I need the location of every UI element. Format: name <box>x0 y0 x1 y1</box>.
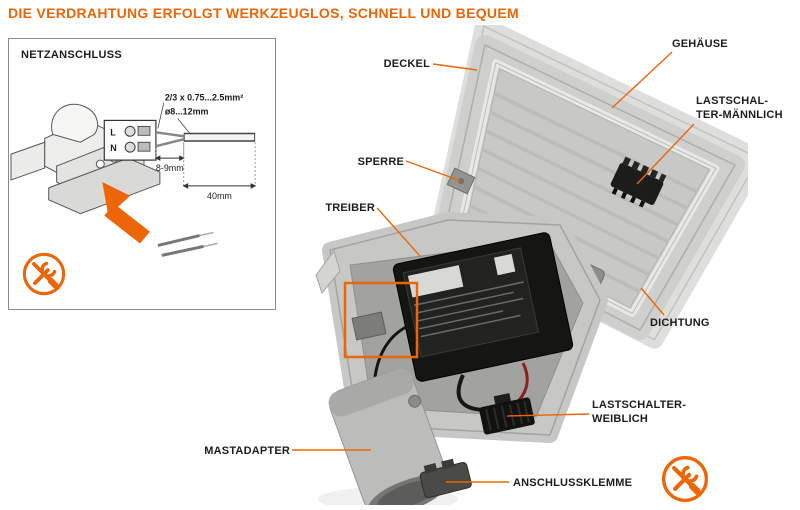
callout-dichtung: DICHTUNG <box>650 316 710 330</box>
callout-gehaeuse: GEHÄUSE <box>672 37 728 51</box>
callout-lsw-line1: LASTSCHALTER- <box>592 399 687 411</box>
cable-spec-label: 2/3 x 0.75...2.5mm² <box>165 93 243 103</box>
inset-title: NETZANSCHLUSS <box>21 49 123 61</box>
callout-mastadapter: MASTADAPTER <box>190 444 290 458</box>
anschlussklemme-detail <box>351 311 387 341</box>
cable-drawing <box>155 131 256 148</box>
callout-treiber-label: TREIBER <box>325 202 375 214</box>
treiber-driver <box>392 232 574 382</box>
terminal-l-label: L <box>110 127 116 137</box>
callout-lastschalter-weiblich: LASTSCHALTER- WEIBLICH <box>592 398 686 426</box>
callout-lastschalter-maennlich: LASTSCHAL- TER-MÄNNLICH <box>696 94 783 122</box>
callout-lsm-line2: TER-MÄNNLICH <box>696 109 783 121</box>
callout-deckel-label: DECKEL <box>383 58 430 70</box>
anschlussklemme-connector <box>419 458 472 499</box>
callout-lsw-line2: WEIBLICH <box>592 413 648 425</box>
terminal-n-label: N <box>110 143 116 153</box>
callout-sperre-label: SPERRE <box>357 156 404 168</box>
netzanschluss-illustration: L N 2/3 x 0.75...2.5mm² ø8...12mm <box>10 93 257 257</box>
detail-highlight-box <box>343 281 419 359</box>
callout-dichtung-label: DICHTUNG <box>650 317 710 329</box>
callout-gehaeuse-label: GEHÄUSE <box>672 38 728 50</box>
callout-treiber: TREIBER <box>277 201 375 215</box>
page-title: DIE VERDRAHTUNG ERFOLGT WERKZEUGLOS, SCH… <box>8 5 519 21</box>
strip-dimension-label: 8-9mm <box>156 163 184 173</box>
stripped-wires <box>157 231 218 257</box>
callout-mastadapter-label: MASTADAPTER <box>204 445 290 457</box>
terminal-detail: L N <box>103 119 157 161</box>
driver-label <box>407 265 464 298</box>
luminaire-photo <box>315 25 748 505</box>
cable-diameter-label: ø8...12mm <box>165 106 209 116</box>
callout-lsm-line1: LASTSCHAL- <box>696 95 769 107</box>
spec-pointer-lines <box>157 102 190 134</box>
no-tools-icon <box>22 252 66 296</box>
netzanschluss-inset: NETZANSCHLUSS L N <box>8 38 276 310</box>
callout-anschlussklemme-label: ANSCHLUSSKLEMME <box>513 477 633 489</box>
callout-sperre: SPERRE <box>306 155 404 169</box>
insert-arrow-icon <box>102 181 150 244</box>
callout-anschlussklemme: ANSCHLUSSKLEMME <box>513 476 632 490</box>
no-tools-icon <box>661 455 709 503</box>
jacket-dimension-label: 40mm <box>207 191 232 201</box>
callout-deckel: DECKEL <box>310 57 430 71</box>
